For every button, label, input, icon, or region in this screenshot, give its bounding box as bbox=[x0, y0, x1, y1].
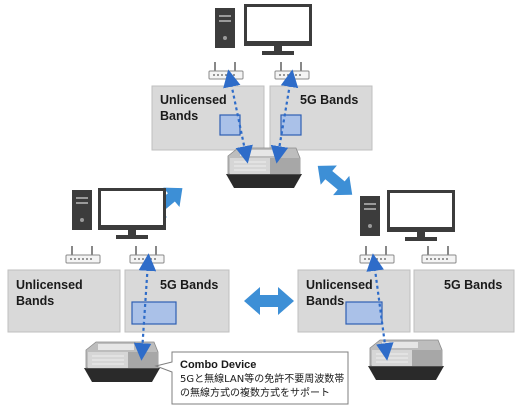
combo-device-icon bbox=[83, 341, 161, 383]
monitor-icon bbox=[98, 188, 166, 239]
router-icon bbox=[129, 245, 165, 264]
pc-tower-icon bbox=[215, 8, 235, 48]
callout-bubble bbox=[154, 351, 349, 405]
5g-bands-label: 5G Bands bbox=[300, 93, 358, 107]
unlicensed-bands-label: Bands bbox=[306, 294, 344, 308]
callout-line: 5Gと無線LAN等の免許不要周波数帯 bbox=[180, 372, 344, 385]
unlicensed-bands-label: Bands bbox=[160, 109, 198, 123]
monitor-icon bbox=[387, 190, 455, 241]
top-network: Unlicensed Bands 5G Bands bbox=[151, 4, 373, 189]
router-icon bbox=[274, 61, 310, 80]
5g-channel-highlight bbox=[131, 301, 177, 325]
combo-device-icon bbox=[367, 339, 445, 381]
5g-bands-label: 5G Bands bbox=[160, 278, 218, 292]
5g-bands-box bbox=[413, 269, 515, 333]
right-network: Unlicensed Bands 5G Bands bbox=[297, 190, 515, 381]
unlicensed-channel-highlight bbox=[345, 301, 383, 325]
combo-device-icon bbox=[225, 147, 303, 189]
router-icon bbox=[208, 61, 244, 80]
router-icon bbox=[421, 245, 457, 264]
unlicensed-bands-label: Unlicensed bbox=[16, 278, 83, 292]
router-icon bbox=[359, 245, 395, 264]
dotted-link-arrow bbox=[270, 69, 299, 164]
callout-title: Combo Device bbox=[180, 359, 256, 371]
unlicensed-bands-label: Bands bbox=[16, 294, 54, 308]
unlicensed-bands-label: Unlicensed bbox=[160, 93, 227, 107]
left-network: Unlicensed Bands 5G Bands bbox=[7, 188, 230, 383]
callout-line: の無線方式の複数方式をサポート bbox=[180, 386, 330, 399]
pc-tower-icon bbox=[72, 190, 92, 230]
monitor-icon bbox=[244, 4, 312, 55]
callout: Combo Device 5Gと無線LAN等の免許不要周波数帯 の無線方式の複数… bbox=[154, 351, 349, 405]
unlicensed-channel-highlight bbox=[219, 114, 241, 136]
5g-channel-highlight bbox=[280, 114, 302, 136]
double-arrow-icon bbox=[309, 156, 361, 205]
dotted-link-arrow bbox=[223, 69, 253, 164]
double-arrow-icon bbox=[244, 287, 294, 315]
router-icon bbox=[65, 245, 101, 264]
pc-tower-icon bbox=[360, 196, 380, 236]
5g-bands-label: 5G Bands bbox=[444, 278, 502, 292]
unlicensed-bands-box bbox=[7, 269, 121, 333]
unlicensed-bands-label: Unlicensed bbox=[306, 278, 373, 292]
